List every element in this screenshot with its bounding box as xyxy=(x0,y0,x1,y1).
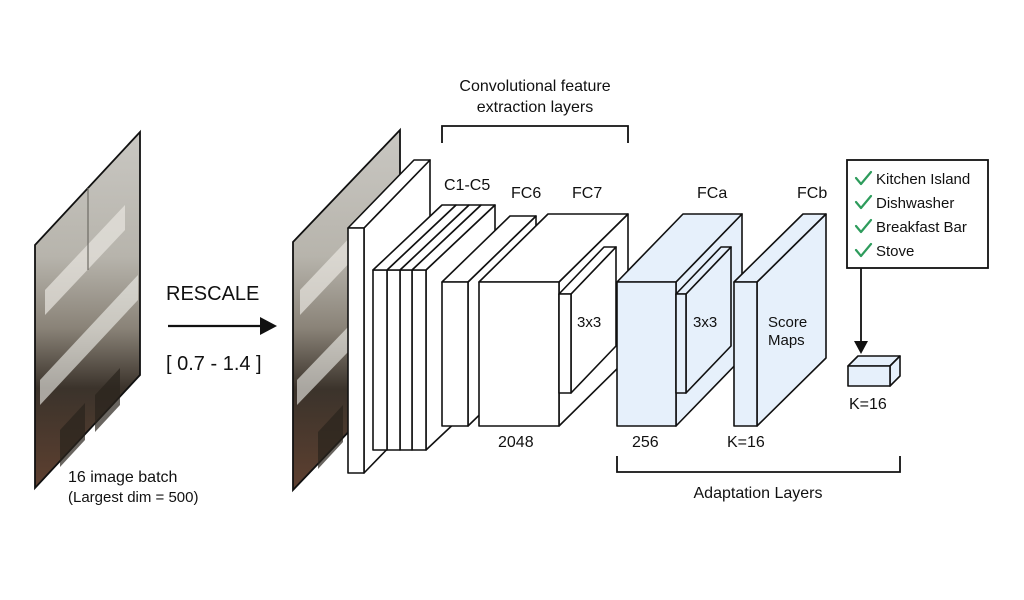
fcb-text-line1: Score xyxy=(768,314,807,331)
fcb-label: FCb xyxy=(797,185,827,202)
output-item-1: Kitchen Island xyxy=(854,170,970,188)
rescale-arrowhead xyxy=(260,317,277,335)
adaptation-bracket xyxy=(616,456,901,473)
output-item-4: Stove xyxy=(854,242,914,260)
fc6-label: FC6 xyxy=(511,185,541,202)
output-item-label: Breakfast Bar xyxy=(876,219,967,236)
fca-dim-label: 256 xyxy=(632,434,659,451)
output-item-label: Kitchen Island xyxy=(876,171,970,188)
output-item-3: Breakfast Bar xyxy=(854,218,967,236)
adaptation-label: Adaptation Layers xyxy=(694,485,823,502)
output-vector-label: K=16 xyxy=(849,396,887,413)
rescale-range: [ 0.7 - 1.4 ] xyxy=(166,353,262,375)
conv-label-line2: extraction layers xyxy=(477,99,594,116)
fcb-block xyxy=(733,213,827,427)
check-icon xyxy=(854,218,873,234)
output-vector xyxy=(847,355,901,387)
conv-bracket xyxy=(441,125,629,143)
check-icon xyxy=(854,194,873,210)
input-subcaption: (Largest dim = 500) xyxy=(68,489,198,506)
fca-kernel-label: 3x3 xyxy=(693,314,717,331)
output-arrowhead xyxy=(854,341,868,354)
conv-label-line1: Convolutional feature xyxy=(459,78,610,95)
output-item-label: Stove xyxy=(876,243,914,260)
c1-c5-label: C1-C5 xyxy=(444,177,490,194)
input-caption: 16 image batch xyxy=(68,469,177,486)
fca-kernel-block xyxy=(675,246,732,394)
fcb-dim-label: K=16 xyxy=(727,434,765,451)
check-icon xyxy=(854,170,873,186)
output-labels-box xyxy=(846,159,989,269)
fca-label: FCa xyxy=(697,185,727,202)
fc7-label: FC7 xyxy=(572,185,602,202)
fc6-dim-label: 2048 xyxy=(498,434,534,451)
fc7-kernel-label: 3x3 xyxy=(577,314,601,331)
check-icon xyxy=(854,242,873,258)
fcb-text-line2: Maps xyxy=(768,332,805,349)
input-image xyxy=(34,129,141,491)
output-item-label: Dishwasher xyxy=(876,195,954,212)
rescale-label: RESCALE xyxy=(166,283,259,305)
output-item-2: Dishwasher xyxy=(854,194,954,212)
fc7-kernel-block xyxy=(558,246,617,394)
